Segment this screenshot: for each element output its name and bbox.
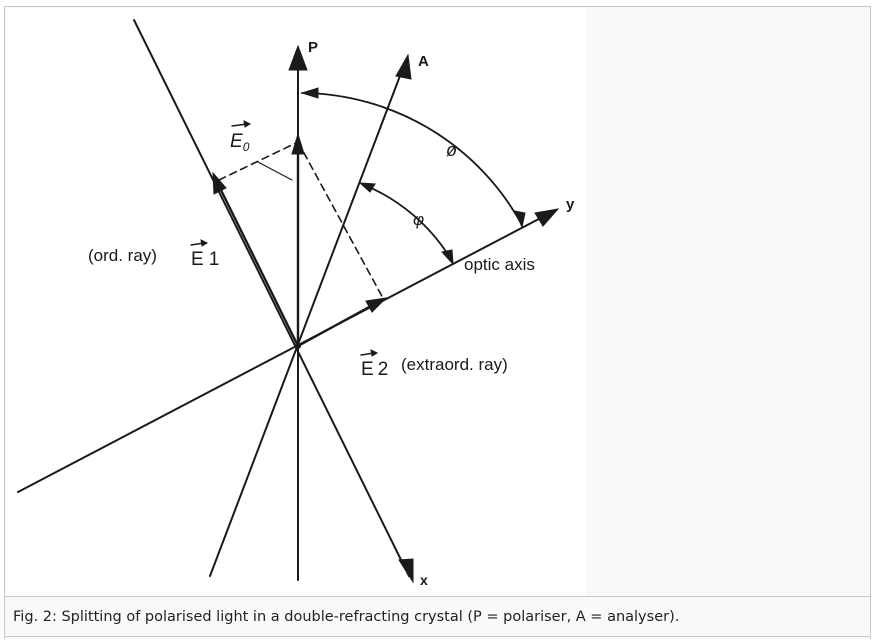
- label-a: A: [418, 53, 429, 70]
- figure-caption-bar: Fig. 2: Splitting of polarised light in …: [4, 596, 871, 637]
- origin-point: [295, 343, 301, 349]
- analyser-arrowhead: [395, 53, 412, 80]
- x-axis-arrowhead: [398, 558, 414, 584]
- e2-projection-dashed: [297, 141, 385, 301]
- label-e0-letter: E: [230, 131, 243, 152]
- label-angle-small: φ: [413, 210, 424, 229]
- small-arc-arrowhead-top: [358, 182, 376, 193]
- label-e1-letter: E: [191, 249, 204, 270]
- x-axis-line: [133, 19, 410, 577]
- label-e2-sub: 2: [378, 359, 389, 380]
- e0-leader-line: [257, 161, 293, 181]
- e1-vector-line: [214, 178, 300, 348]
- label-x: x: [420, 572, 428, 588]
- label-e1-prefix: (ord. ray): [88, 246, 157, 265]
- e1-vector-arrowhead: [212, 171, 227, 195]
- label-angle-large: ø: [446, 140, 457, 160]
- label-y: y: [566, 196, 575, 213]
- e2-label-overarrow-head: [370, 349, 379, 357]
- optic-axis-arrowhead: [534, 208, 560, 227]
- e2-vector-arrowhead: [365, 297, 388, 313]
- e0-label-overarrow-head: [243, 120, 252, 128]
- small-angle-arc: [361, 183, 453, 262]
- label-optic-axis: optic axis: [464, 255, 535, 274]
- label-e1-sub: 1: [209, 249, 220, 270]
- label-e0-sub: 0: [243, 140, 250, 154]
- e2-vector-line: [296, 299, 382, 348]
- large-arc-arrowhead-bottom: [514, 210, 526, 229]
- e1-projection-dashed: [218, 141, 299, 181]
- polariser-arrowhead: [288, 44, 308, 71]
- e0-vector-arrowhead: [291, 132, 305, 155]
- small-arc-arrowhead-bottom: [441, 249, 454, 266]
- label-e2-suffix: (extraord. ray): [401, 355, 508, 374]
- e1-label-overarrow-head: [200, 239, 209, 247]
- analyser-axis-line: [209, 59, 407, 577]
- label-e2-letter: E: [361, 359, 374, 380]
- large-angle-arc: [301, 92, 523, 226]
- large-arc-arrowhead-top: [300, 87, 319, 99]
- label-e0: E0: [230, 131, 250, 154]
- figure-caption: Fig. 2: Splitting of polarised light in …: [13, 608, 680, 625]
- optic-axis-line: [17, 210, 555, 493]
- label-p: P: [308, 39, 318, 56]
